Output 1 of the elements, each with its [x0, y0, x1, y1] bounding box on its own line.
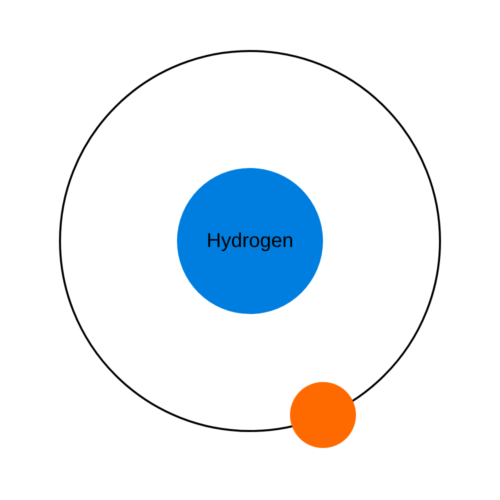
element-name: Hydrogen: [206, 230, 294, 252]
